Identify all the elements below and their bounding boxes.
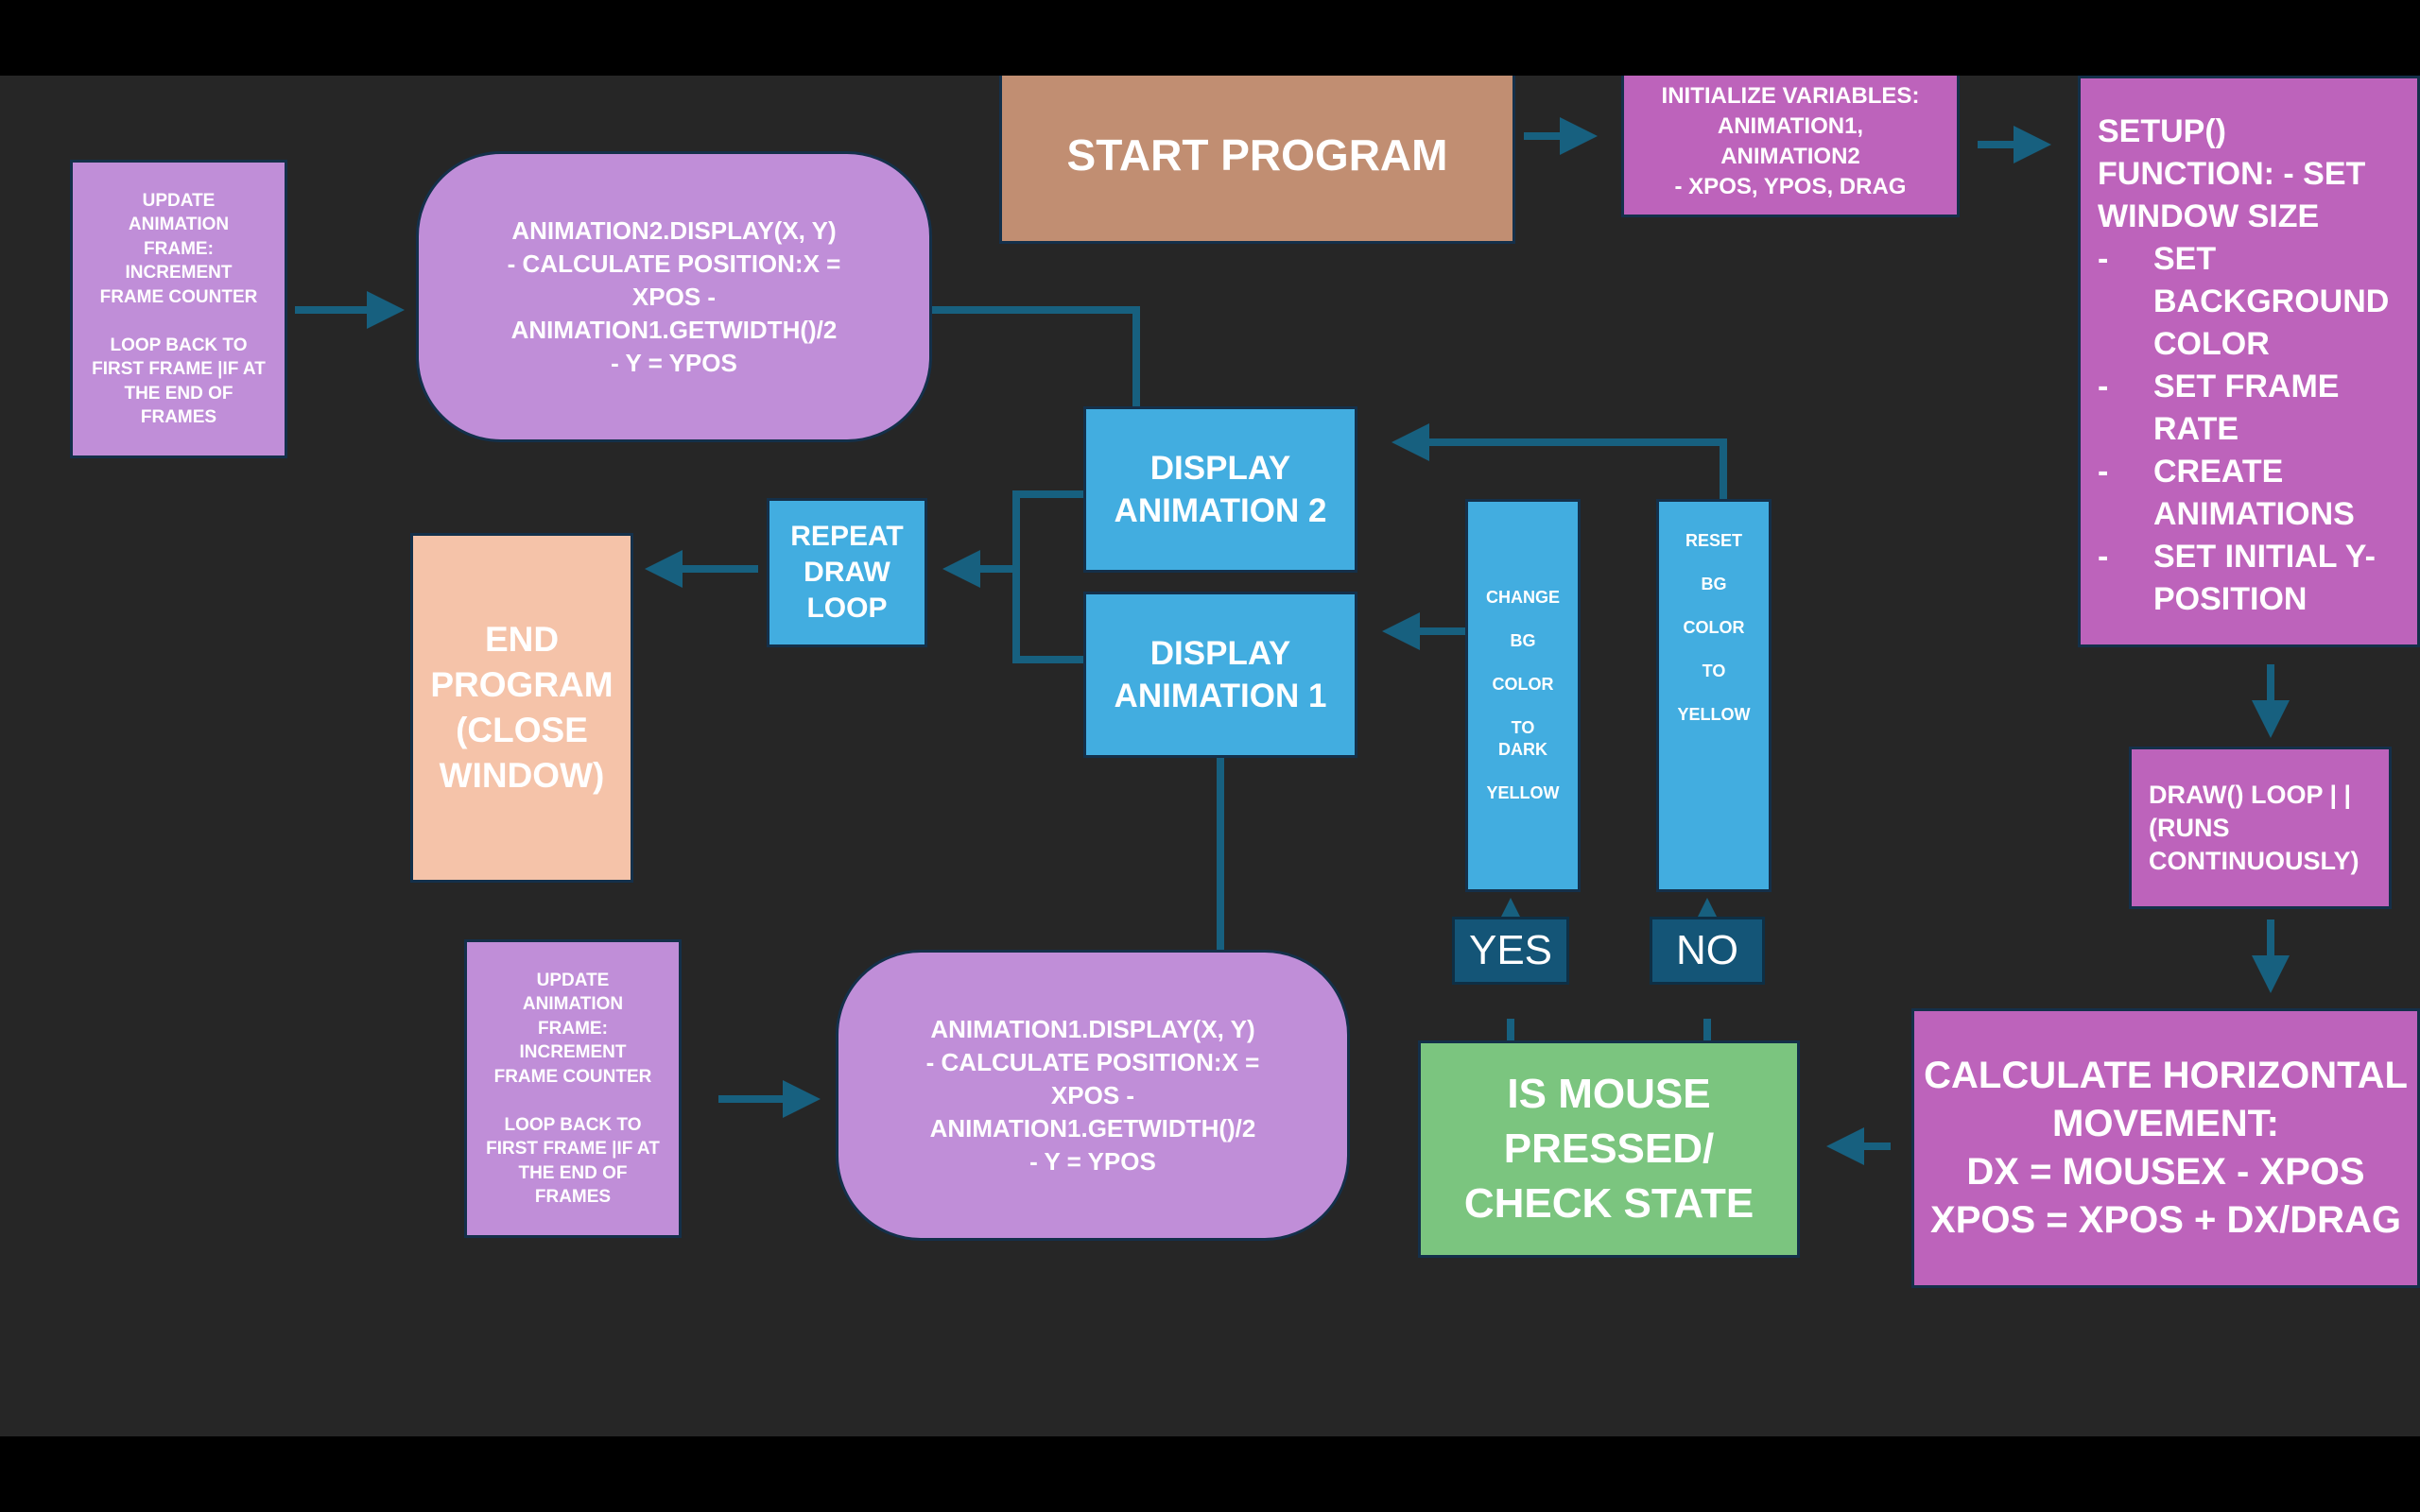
line-display-bracket: [1012, 490, 1085, 663]
update-animation-frame-top-text: UPDATE ANIMATION FRAME: INCREMENT FRAME …: [92, 190, 266, 428]
yes-branch-label: YES: [1452, 917, 1569, 985]
repeat-draw-loop-text: REPEAT DRAW LOOP: [790, 521, 904, 624]
end-program-text: END PROGRAM (CLOSE WINDOW): [430, 620, 614, 795]
no-branch-label: NO: [1650, 917, 1765, 985]
display-animation-1-node: DISPLAY ANIMATION 1: [1083, 592, 1357, 758]
repeat-draw-loop-node: REPEAT DRAW LOOP: [767, 498, 927, 647]
start-program-text: START PROGRAM: [1066, 130, 1448, 180]
display-animation-2-text: DISPLAY ANIMATION 2: [1114, 450, 1327, 529]
animation1-display-text: ANIMATION1.DISPLAY(X, Y) - CALCULATE POS…: [925, 1014, 1260, 1176]
animation1-display-node: ANIMATION1.DISPLAY(X, Y) - CALCULATE POS…: [836, 950, 1350, 1241]
setup-item-background-text: SET BACKGROUND COLOR: [2153, 241, 2390, 362]
setup-item-animations-text: CREATE ANIMATIONS: [2153, 454, 2355, 532]
reset-bg-color-node: RESET BG COLOR TO YELLOW: [1656, 499, 1772, 892]
end-program-node: END PROGRAM (CLOSE WINDOW): [410, 533, 633, 883]
update-animation-frame-bottom-text: UPDATE ANIMATION FRAME: INCREMENT FRAME …: [486, 970, 660, 1208]
animation2-display-text: ANIMATION2.DISPLAY(X, Y) - CALCULATE POS…: [507, 215, 841, 377]
mouse-pressed-text: IS MOUSE PRESSED/ CHECK STATE: [1463, 1071, 1754, 1227]
flowchart-canvas: START PROGRAM INITIALIZE VARIABLES: ANIM…: [0, 76, 2420, 1436]
setup-item-y-position-text: SET INITIAL Y-POSITION: [2153, 539, 2376, 617]
arrow-reset-to-display2: [1392, 423, 1727, 499]
initialize-variables-node: INITIALIZE VARIABLES: ANIMATION1, ANIMAT…: [1621, 76, 1960, 217]
setup-item-frame-rate: -SET FRAME RATE: [2098, 366, 2400, 451]
yes-label-text: YES: [1468, 927, 1553, 973]
change-bg-color-text: CHANGE BG COLOR TO DARK YELLOW: [1485, 588, 1560, 802]
mouse-pressed-decision-node: IS MOUSE PRESSED/ CHECK STATE: [1418, 1040, 1800, 1258]
change-bg-color-node: CHANGE BG COLOR TO DARK YELLOW: [1465, 499, 1581, 892]
display-animation-2-node: DISPLAY ANIMATION 2: [1083, 406, 1357, 573]
draw-loop-node: DRAW() LOOP | | (RUNS CONTINUOUSLY): [2129, 747, 2392, 909]
update-animation-frame-bottom-node: UPDATE ANIMATION FRAME: INCREMENT FRAME …: [464, 939, 682, 1238]
setup-item-y-position: -SET INITIAL Y-POSITION: [2098, 536, 2400, 621]
setup-function-title: SETUP() FUNCTION: - SET WINDOW SIZE: [2098, 113, 2366, 234]
setup-function-node: SETUP() FUNCTION: - SET WINDOW SIZE -SET…: [2078, 76, 2420, 647]
initialize-variables-text: INITIALIZE VARIABLES: ANIMATION1, ANIMAT…: [1661, 83, 1920, 199]
update-animation-frame-top-node: UPDATE ANIMATION FRAME: INCREMENT FRAME …: [70, 160, 287, 458]
setup-item-animations: -CREATE ANIMATIONS: [2098, 451, 2400, 536]
setup-item-frame-rate-text: SET FRAME RATE: [2153, 369, 2340, 447]
draw-loop-text: DRAW() LOOP | | (RUNS CONTINUOUSLY): [2149, 780, 2360, 875]
no-label-text: NO: [1676, 927, 1738, 973]
line-display2-to-anim2: [931, 306, 1140, 408]
display-animation-1-text: DISPLAY ANIMATION 1: [1114, 635, 1327, 714]
connectors-layer: [295, 117, 2290, 1165]
start-program-node: START PROGRAM: [999, 76, 1515, 244]
reset-bg-color-text: RESET BG COLOR TO YELLOW: [1677, 531, 1751, 724]
animation2-display-node: ANIMATION2.DISPLAY(X, Y) - CALCULATE POS…: [416, 151, 932, 442]
calculate-horizontal-movement-node: CALCULATE HORIZONTAL MOVEMENT: DX = MOUS…: [1911, 1008, 2420, 1288]
calculate-horizontal-movement-text: CALCULATE HORIZONTAL MOVEMENT: DX = MOUS…: [1924, 1055, 2408, 1241]
setup-item-background: -SET BACKGROUND COLOR: [2098, 238, 2400, 366]
